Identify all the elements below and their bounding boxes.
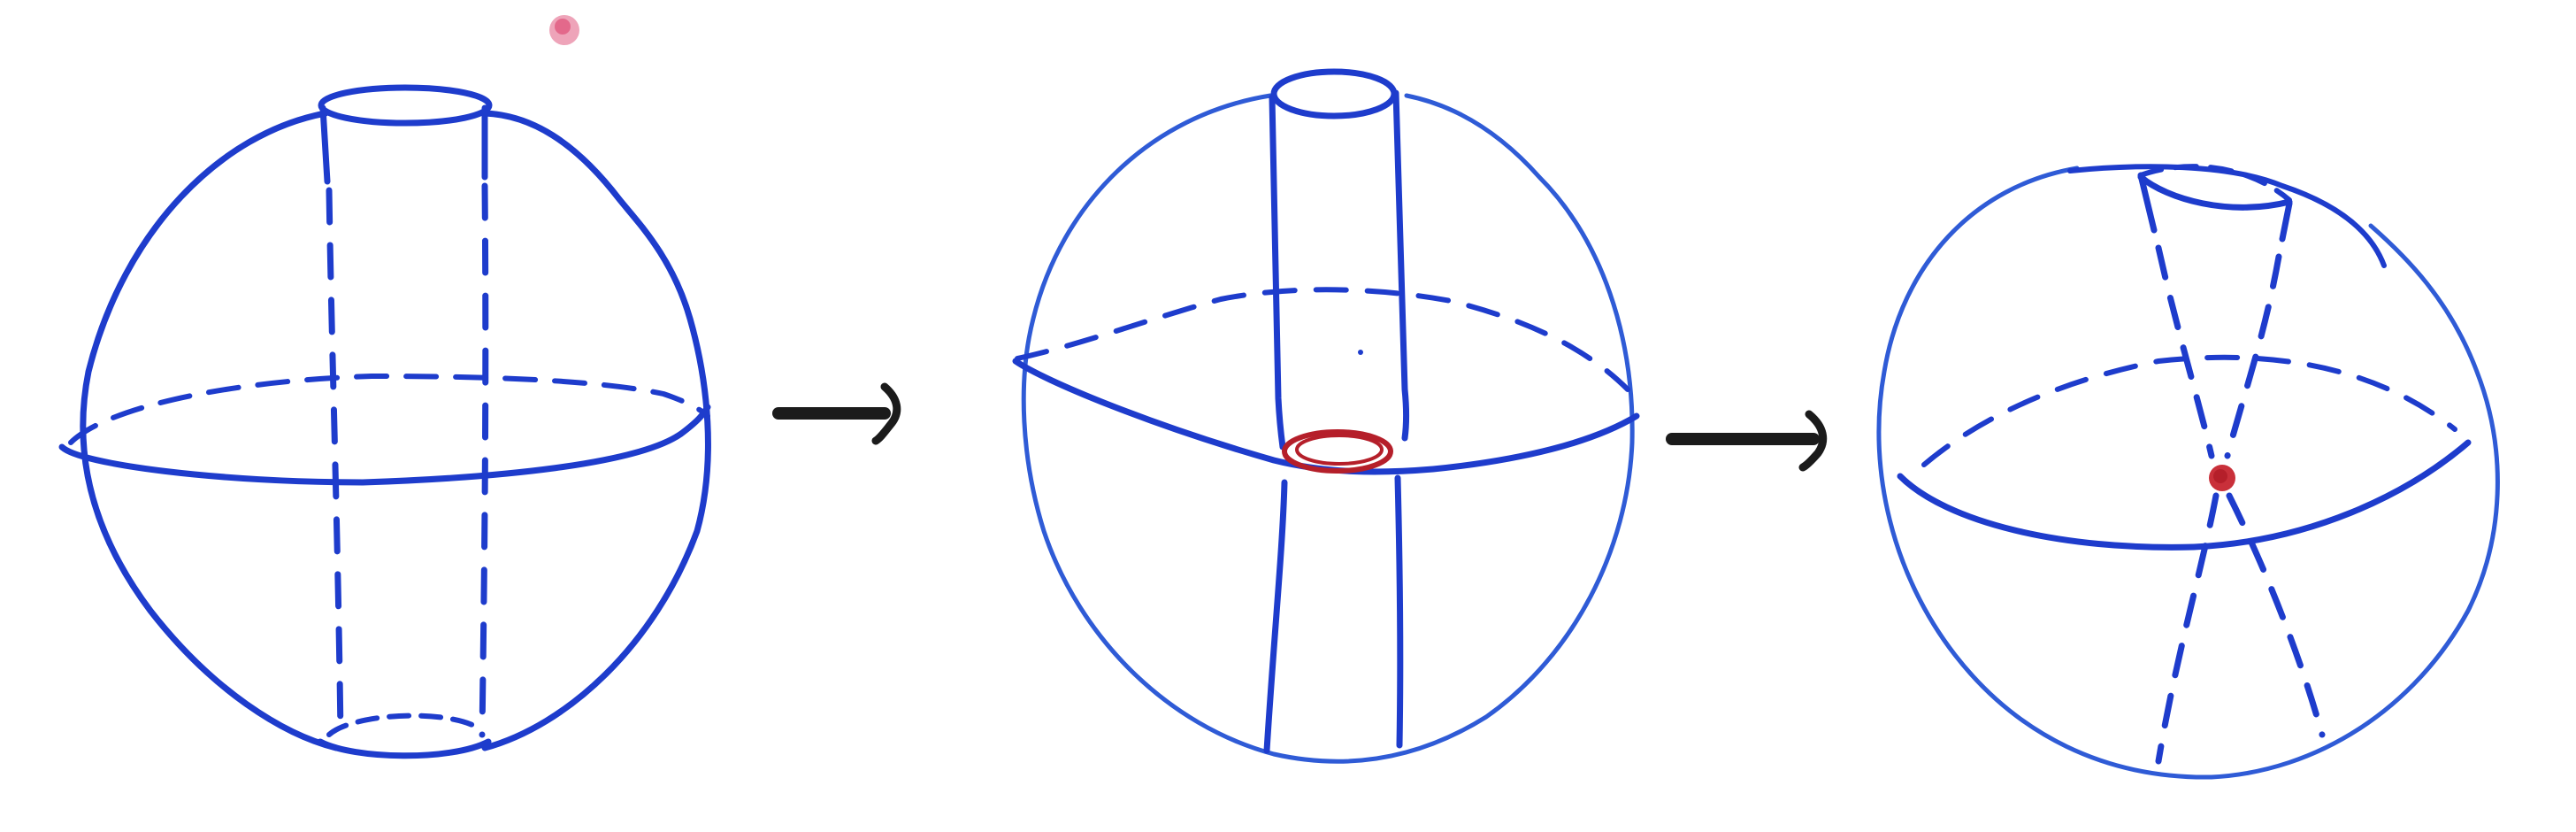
sphere-3-top-lens-front — [2137, 173, 2293, 211]
sphere-1-outline — [80, 110, 711, 751]
pinch-highlight-ring-inner — [1295, 434, 1384, 466]
pinch-highlight-ring — [1282, 429, 1393, 474]
right-arrow-icon — [1666, 410, 1828, 472]
right-arrow-icon — [772, 382, 901, 445]
sphere-2-tube-right-lower — [1394, 474, 1404, 749]
sphere-2-equator-front — [1012, 358, 1640, 475]
ink-speck — [549, 15, 579, 45]
sphere-1-equator-back — [68, 374, 710, 445]
sphere-1-bottom-opening-back — [326, 713, 485, 737]
sphere-with-tube — [58, 84, 711, 759]
sphere-3-outline-top — [2067, 164, 2387, 268]
sphere-3-equator-back — [1921, 354, 2457, 467]
sphere-3-line-left-upper — [2137, 172, 2158, 234]
sphere-2-tube-right-upper — [1392, 89, 1409, 442]
sphere-1-bottom-opening-front — [317, 738, 492, 759]
sphere-3-outline — [1876, 166, 2500, 780]
sphere-with-pinched-tube — [1012, 68, 1640, 764]
sphere-3-line-right-upper-dashed — [2224, 253, 2282, 459]
sphere-2-tube-left-upper — [1269, 94, 1286, 451]
sphere-1-tube-left-dashed — [326, 187, 344, 738]
sphere-3-line-right-lower-dashed — [2226, 492, 2326, 738]
sphere-2-equator-back — [1015, 287, 1630, 392]
sphere-2-tube-left-lower — [1263, 479, 1288, 754]
sphere-with-pinched-point — [1876, 164, 2500, 780]
sphere-2-top-opening — [1270, 68, 1398, 119]
sphere-1-equator-front — [58, 404, 711, 486]
sphere-3-equator-front — [1897, 439, 2472, 551]
sphere-1-tube-left — [319, 104, 331, 185]
sphere-1-tube-right-dashed — [479, 182, 489, 738]
sphere-3-line-left-lower-dashed — [2155, 492, 2220, 765]
sphere-3-line-right-upper — [2279, 200, 2293, 243]
sphere-1-top-opening — [318, 84, 493, 127]
sphere-3-top-lens-back — [2138, 164, 2292, 203]
sphere-2-outline — [1021, 93, 1635, 764]
sphere-3-line-left-upper-dashed — [2155, 244, 2215, 459]
